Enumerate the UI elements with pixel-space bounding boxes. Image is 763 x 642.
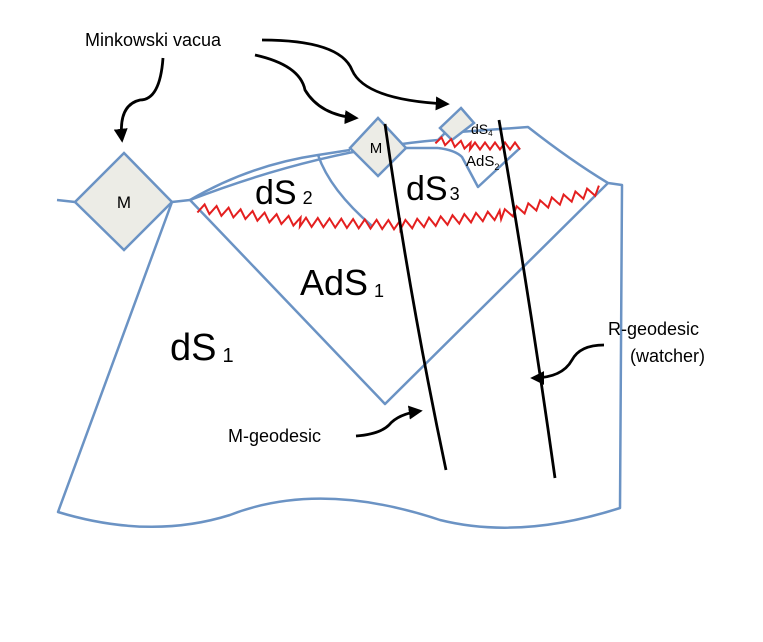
m-geodesic-label: M-geodesic <box>228 426 321 446</box>
arrow-to-small-m <box>254 53 359 125</box>
ds2-bubble-boundary <box>316 154 373 227</box>
ads1-region-boundary <box>189 182 609 406</box>
ds4-label: dS4 <box>471 121 493 138</box>
minkowski-diamond-tiny <box>438 106 476 142</box>
r-geodesic-label: R-geodesic <box>608 319 699 339</box>
minkowski-diamond-small <box>348 116 408 178</box>
minkowski-small-label: M <box>370 140 383 157</box>
arrow-to-tiny-m <box>261 38 450 111</box>
arrow-to-r-geodesic <box>530 343 605 385</box>
arrow-to-m-geodesic <box>355 405 423 438</box>
arrow-to-large-m <box>113 57 165 143</box>
ds2-top-edge <box>189 148 351 202</box>
m-geodesic-line <box>383 123 448 471</box>
domain-wall-small <box>434 135 521 154</box>
minkowski-vacua-label: Minkowski vacua <box>85 30 222 50</box>
minkowski-diamond-large <box>73 151 174 252</box>
r-geodesic-line <box>497 119 557 479</box>
ads2-region-boundary <box>437 146 521 189</box>
r-geodesic-watcher-label: (watcher) <box>630 346 705 366</box>
ads2-label: AdS2 <box>466 153 499 172</box>
minkowski-large-label: M <box>117 193 131 212</box>
